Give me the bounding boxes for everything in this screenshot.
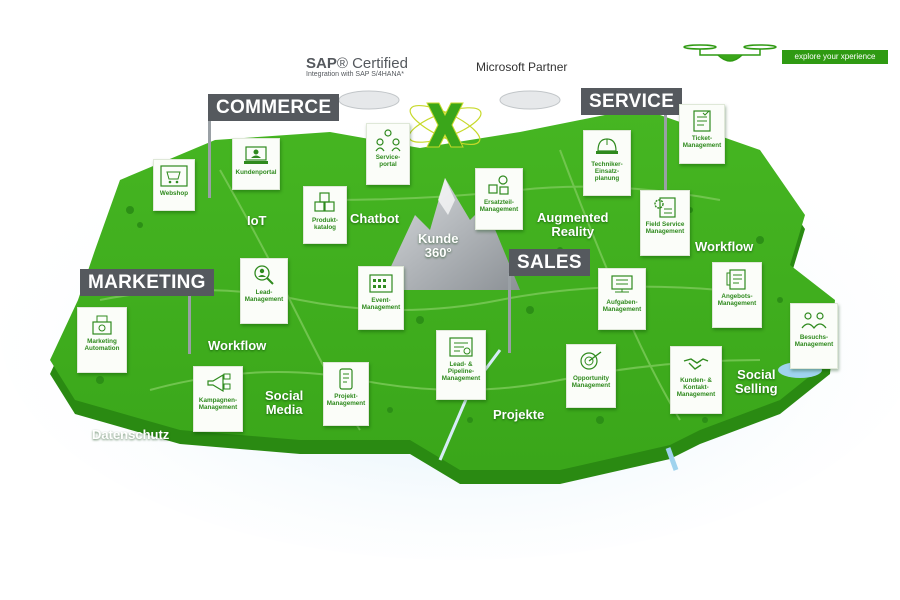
person-search-icon (254, 265, 274, 285)
card-ticket-management[interactable]: Ticket- Management (679, 104, 725, 164)
card-label: Produkt- katalog (312, 217, 338, 231)
map-label-augmented-reality: Augmented Reality (537, 210, 609, 239)
card-label: Field Service Management (645, 221, 685, 235)
card-label: Webshop (159, 190, 189, 197)
card-lead-management[interactable]: Lead- Management (240, 258, 288, 324)
machine-icon (92, 315, 112, 335)
sap-brand: SAP (306, 55, 337, 72)
parts-icon (488, 175, 509, 195)
card-label: Angebots- Management (717, 293, 757, 307)
map-label-datenschutz: Datenschutz (92, 427, 170, 442)
card-besuchs-management[interactable]: Besuchs- Management (790, 303, 838, 369)
map-label-workflow-service: Workflow (695, 239, 754, 254)
gear-doc-icon (654, 197, 676, 218)
flag-pole (508, 273, 511, 353)
explore-banner: explore your xperience (782, 50, 888, 64)
map-label-social-media: Social Media (265, 388, 304, 417)
card-marketing-automation[interactable]: Marketing Automation (77, 307, 127, 373)
card-label: Event- Management (361, 297, 401, 311)
map-label-iot: IoT (247, 213, 267, 228)
card-webshop[interactable]: Webshop (153, 159, 195, 211)
card-label: Kunden- & Kontakt- Management (676, 377, 716, 398)
sap-certified-logo: SAP® Certified Integration with SAP S/4H… (306, 55, 408, 78)
megaphone-icon (207, 373, 231, 393)
tasks-icon (611, 275, 633, 293)
flag-pole (664, 112, 667, 190)
flag-pole (208, 118, 211, 198)
card-kunden-kontakt-management[interactable]: Kunden- & Kontakt- Management (670, 346, 722, 414)
phone-doc-icon (339, 368, 353, 390)
card-field-service-management[interactable]: Field Service Management (640, 190, 690, 256)
card-event-management[interactable]: Event- Management (358, 266, 404, 330)
helmet-icon (596, 138, 618, 154)
sap-integration-text: Integration with SAP S/4HANA* (306, 71, 404, 78)
map-label-workflow-marketing: Workflow (208, 338, 267, 353)
handshake-icon (683, 358, 709, 370)
ticket-icon (693, 110, 711, 132)
card-label: Ersatzteil- Management (479, 199, 519, 213)
microsoft-partner-label: Microsoft Partner (476, 60, 568, 74)
drone-icon (683, 44, 777, 62)
card-label: Service- portal (375, 154, 401, 168)
flag-commerce[interactable]: COMMERCE (208, 94, 340, 121)
card-label: Lead- & Pipeline- Management (441, 361, 481, 382)
flag-service[interactable]: SERVICE (581, 88, 683, 115)
card-serviceportal[interactable]: Service- portal (366, 123, 410, 185)
sap-certified-text: Certified (352, 55, 408, 72)
people-icon (375, 129, 401, 152)
card-ersatzteil-management[interactable]: Ersatzteil- Management (475, 168, 523, 230)
card-label: Opportunity Management (571, 375, 611, 389)
visit-icon (801, 312, 827, 329)
card-label: Marketing Automation (84, 338, 120, 352)
card-label: Lead- Management (244, 289, 284, 303)
card-angebots-management[interactable]: Angebots- Management (712, 262, 762, 328)
offer-icon (726, 269, 746, 290)
card-projekt-management[interactable]: Projekt- Management (323, 362, 369, 426)
portal-icon (244, 146, 268, 164)
card-label: Besuchs- Management (794, 334, 834, 348)
card-label: Kundenportal (235, 169, 277, 176)
card-techniker-einsatzplanung[interactable]: Techniker- Einsatz- planung (583, 130, 631, 196)
map-label-chatbot: Chatbot (350, 211, 400, 226)
map-label-social-selling: Social Selling (735, 367, 778, 396)
flag-sales[interactable]: SALES (509, 249, 590, 276)
card-opportunity-management[interactable]: Opportunity Management (566, 344, 616, 408)
flag-pole (188, 294, 191, 354)
map-label-projekte: Projekte (493, 407, 545, 422)
card-label: Kampagnen- Management (198, 397, 238, 411)
cart-icon (160, 165, 188, 187)
calendar-icon (369, 274, 393, 293)
x-logo (408, 102, 482, 148)
card-kampagnen-management[interactable]: Kampagnen- Management (193, 366, 243, 432)
kunde-360-label: Kunde 360° (418, 231, 459, 260)
target-icon (580, 351, 602, 370)
pipeline-icon (449, 337, 473, 357)
card-produktkatalog[interactable]: Produkt- katalog (303, 186, 347, 244)
card-label: Ticket- Management (682, 135, 722, 149)
card-label: Aufgaben- Management (602, 299, 642, 313)
boxes-icon (314, 192, 335, 212)
card-aufgaben-management[interactable]: Aufgaben- Management (598, 268, 646, 330)
card-label: Techniker- Einsatz- planung (591, 161, 623, 182)
card-lead-pipeline-management[interactable]: Lead- & Pipeline- Management (436, 330, 486, 400)
flag-marketing[interactable]: MARKETING (80, 269, 214, 296)
card-label: Projekt- Management (326, 393, 366, 407)
card-kundenportal[interactable]: Kundenportal (232, 138, 280, 190)
